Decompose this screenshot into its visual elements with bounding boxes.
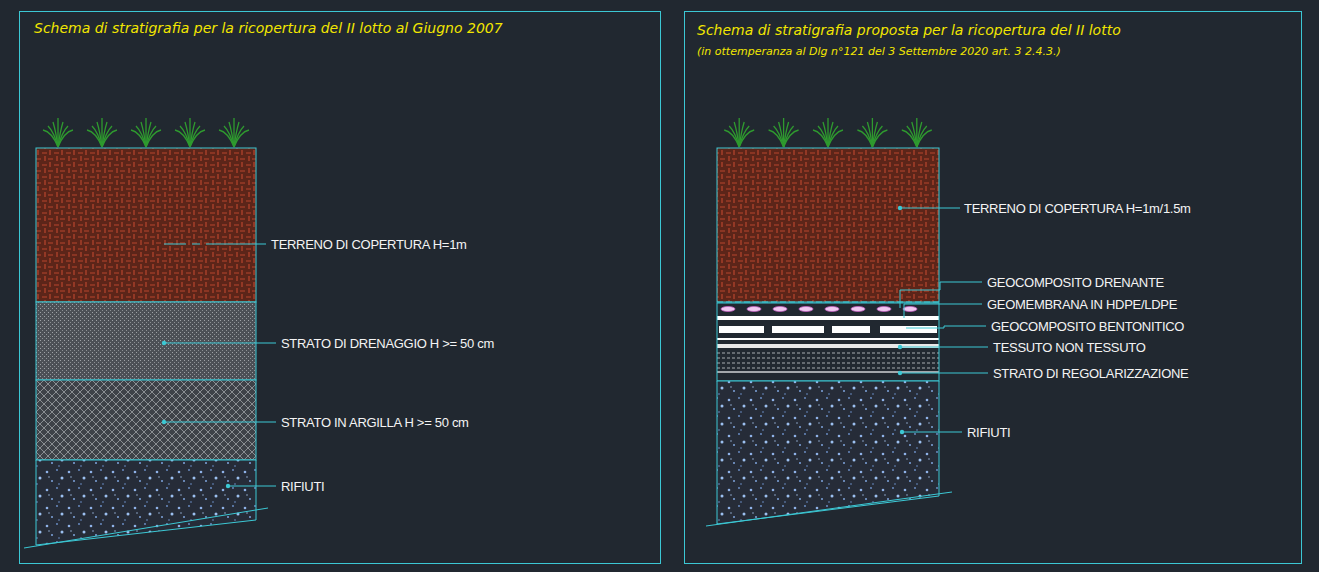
layer-label: TESSUTO NON TESSUTO (992, 340, 1147, 355)
grass-stroke (823, 122, 828, 147)
panel-subtitle: (in ottemperanza al Dlg n°121 del 3 Sett… (697, 44, 1287, 59)
drain-bead (851, 307, 865, 312)
panel-title: Schema di stratigrafia per la ricopertur… (34, 18, 594, 39)
grass-stroke (912, 122, 917, 147)
drain-bead (825, 307, 839, 312)
layer-label: RIFIUTI (280, 479, 325, 494)
drain-bead (903, 307, 917, 312)
layer-label: STRATO DI REGOLARIZZAZIONE (992, 366, 1189, 381)
grass-stroke (828, 130, 843, 147)
drain-bead (799, 307, 813, 312)
grass-stroke (784, 130, 799, 147)
grass-stroke (53, 122, 58, 147)
grass-stroke (190, 130, 205, 147)
grass-stroke (734, 122, 739, 147)
grass-stroke (867, 122, 872, 147)
layer-label: GEOCOMPOSITO BENTONITICO (990, 319, 1185, 334)
drain-bead (773, 307, 787, 312)
bentonite-bar (772, 326, 824, 333)
drain-bead (747, 307, 761, 312)
grass-stroke (872, 130, 887, 147)
drain-bead (721, 307, 735, 312)
panel-title: Schema di stratigrafia proposta per la r… (697, 20, 1287, 41)
section-panel: Schema di stratigrafia per la ricopertur… (19, 11, 661, 564)
grass-stroke (917, 130, 932, 147)
layer-label: TERRENO DI COPERTURA H=1m (270, 237, 468, 252)
grass-stroke (97, 122, 102, 147)
layer-label: GEOCOMPOSITO DRENANTE (986, 275, 1165, 290)
bentonite-bar (832, 326, 870, 333)
drain-bead (877, 307, 891, 312)
grass-stroke (779, 122, 784, 147)
bentonite-bar (719, 326, 764, 333)
grass-stroke (234, 130, 249, 147)
layer-label: STRATO IN ARGILLA H >= 50 cm (280, 415, 470, 430)
grass-stroke (58, 130, 73, 147)
grass-stroke (141, 122, 146, 147)
grass-stroke (229, 122, 234, 147)
layer-label: GEOMEMBRANA IN HDPE/LDPE (986, 297, 1178, 312)
layer-label: TERRENO DI COPERTURA H=1m/1.5m (963, 201, 1192, 216)
grass-stroke (146, 130, 161, 147)
bentonite-bar (880, 326, 937, 333)
layer-label: RIFIUTI (966, 425, 1011, 440)
grass-stroke (739, 130, 754, 147)
layer-label: STRATO DI DRENAGGIO H >= 50 cm (280, 336, 495, 351)
grass-stroke (102, 130, 117, 147)
grass-stroke (185, 122, 190, 147)
